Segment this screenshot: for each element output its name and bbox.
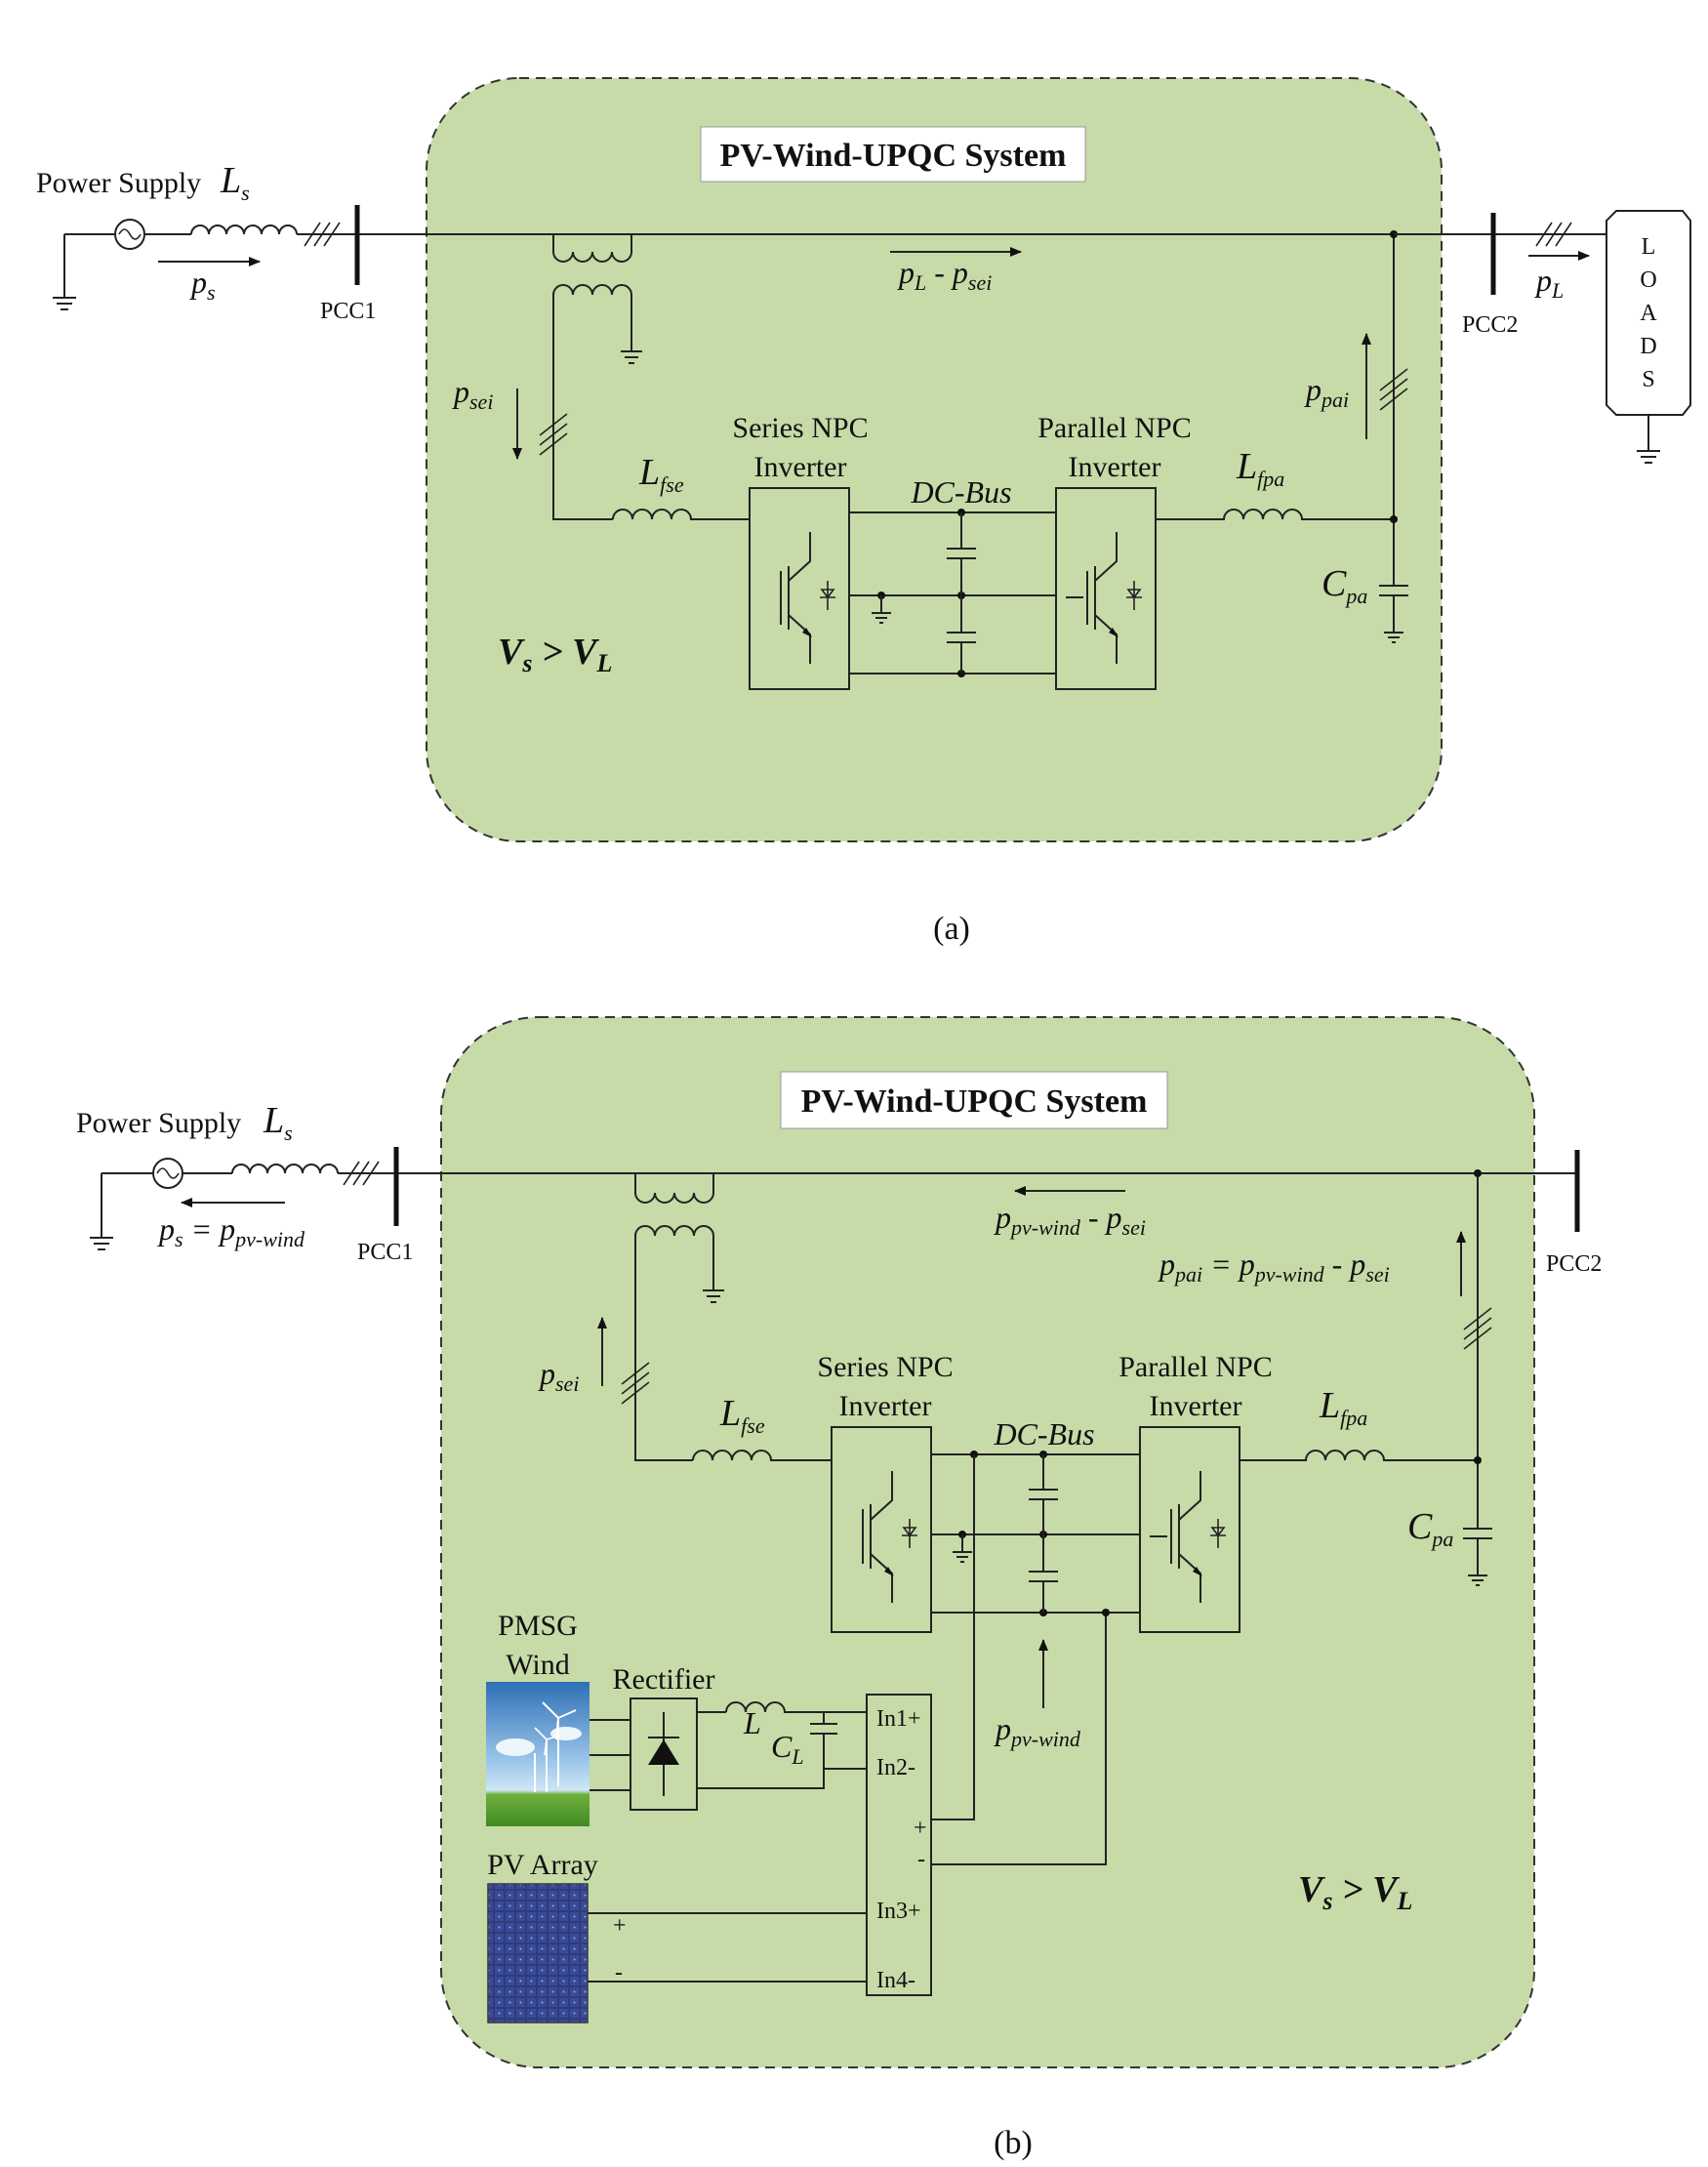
capacitor-icon	[1379, 585, 1408, 633]
port-in3-label: In3+	[876, 1899, 921, 1924]
ground-icon	[90, 1237, 113, 1250]
pv-plus-label: +	[613, 1913, 627, 1939]
igbt-icon	[1066, 532, 1142, 664]
ls-label-a: Ls	[220, 160, 250, 205]
wind-turbine-image	[486, 1682, 590, 1826]
dc-dc-converter	[866, 1694, 932, 1996]
series-npc-inverter-a	[749, 487, 850, 690]
inductor-lfse-b	[692, 1450, 832, 1461]
parallel-npc-inverter-b	[1139, 1426, 1240, 1633]
rectifier-label: Rectifier	[613, 1663, 715, 1696]
pv-array-label: PV Array	[487, 1849, 598, 1881]
l-label-b: L	[743, 1705, 761, 1740]
ppai-label-a: ppai	[1304, 372, 1349, 412]
lfse-label-a: Lfse	[638, 452, 684, 497]
ground-icon	[872, 612, 891, 624]
parallel-npc-inverter-a	[1055, 487, 1157, 690]
caption-b: (b)	[994, 2125, 1033, 2161]
transformer-icon	[552, 234, 632, 351]
ppvwind-minus-psei-label-b: ppv-wind - psei	[994, 1200, 1146, 1240]
ps-label-a: ps	[189, 265, 216, 305]
port-in2-label: In2-	[876, 1755, 915, 1780]
port-in1-label: In1+	[876, 1706, 921, 1732]
ground-icon	[1468, 1574, 1487, 1586]
rectifier-box	[630, 1697, 698, 1811]
lfpa-label-a: Lfpa	[1236, 446, 1284, 491]
ground-icon	[1637, 450, 1660, 464]
dc-bus-label-a: DC-Bus	[910, 474, 1011, 510]
pcc2-label-b: PCC2	[1546, 1251, 1602, 1277]
panel-a: PV-Wind-UPQC System Power Supply Ls PCC1…	[36, 77, 1691, 947]
ac-source-icon	[114, 219, 145, 250]
inductor-ls-b	[231, 1164, 339, 1174]
power-supply-label-a: Power Supply	[36, 167, 201, 199]
capacitor-icon	[1463, 1528, 1492, 1575]
pcc1-label-b: PCC1	[357, 1240, 413, 1265]
pl-label-a: pL	[1534, 263, 1564, 303]
diode-bridge-icon	[648, 1712, 679, 1796]
vs-gt-vl-a: Vs > VL	[498, 632, 612, 677]
dc-bus-label-b: DC-Bus	[993, 1416, 1094, 1451]
pcc1-label-a: PCC1	[320, 299, 376, 324]
igbt-icon	[1150, 1471, 1226, 1603]
capacitor-icon	[810, 1723, 837, 1735]
capacitor-icon	[1029, 1454, 1058, 1613]
panel-b: PV-Wind-UPQC System Power Supply Ls PCC1…	[76, 1016, 1602, 2161]
inductor-l-b	[697, 1701, 825, 1789]
inductor-lfpa-b	[1240, 1450, 1478, 1461]
pv-minus-label: -	[615, 1960, 623, 1985]
ground-icon	[1384, 632, 1403, 643]
ps-eq-label-b: ps = ppv-wind	[157, 1211, 305, 1251]
igbt-icon	[780, 532, 835, 664]
power-supply-label-b: Power Supply	[76, 1107, 241, 1139]
cpa-label-b: Cpa	[1407, 1506, 1453, 1551]
psei-label-b: psei	[538, 1356, 579, 1396]
ac-source-icon	[152, 1158, 183, 1189]
title-box-b	[780, 1071, 1168, 1129]
pcc2-label-a: PCC2	[1462, 312, 1518, 338]
inductor-lfpa-a	[1156, 509, 1394, 520]
port-minus-label: -	[917, 1847, 925, 1872]
system-title-b: PV-Wind-UPQC System	[801, 1084, 1148, 1120]
series-npc-inverter-b	[831, 1426, 932, 1633]
loads-box	[1606, 210, 1691, 416]
system-title-a: PV-Wind-UPQC System	[720, 138, 1067, 174]
caption-a: (a)	[933, 911, 970, 947]
ppai-eq-label-b: ppai = ppv-wind - psei	[1158, 1247, 1390, 1287]
port-plus-label: +	[914, 1816, 927, 1841]
ground-icon	[703, 1289, 724, 1303]
ppvwind-label-b: ppv-wind	[994, 1711, 1081, 1751]
cpa-label-a: Cpa	[1322, 563, 1367, 608]
inductor-ls-a	[190, 225, 298, 235]
ls-label-b: Ls	[263, 1100, 293, 1145]
pl-minus-psei-label-a: pL - psei	[897, 255, 992, 295]
ground-icon	[621, 350, 642, 364]
ground-icon	[953, 1551, 972, 1563]
transformer-icon	[634, 1173, 714, 1290]
port-in4-label: In4-	[876, 1968, 915, 1993]
lfpa-label-b: Lfpa	[1319, 1385, 1367, 1430]
lfse-label-b: Lfse	[719, 1393, 765, 1438]
solar-panel-image	[487, 1883, 589, 2024]
capacitor-icon	[947, 512, 976, 674]
vs-gt-vl-b: Vs > VL	[1298, 1869, 1412, 1915]
system-boundary-a	[426, 77, 1443, 842]
psei-label-a: psei	[452, 374, 493, 414]
cl-label-b: CL	[771, 1729, 804, 1769]
inductor-lfse-a	[612, 509, 750, 520]
title-box-a	[700, 126, 1086, 183]
igbt-icon	[862, 1471, 917, 1603]
ground-icon	[53, 297, 76, 310]
